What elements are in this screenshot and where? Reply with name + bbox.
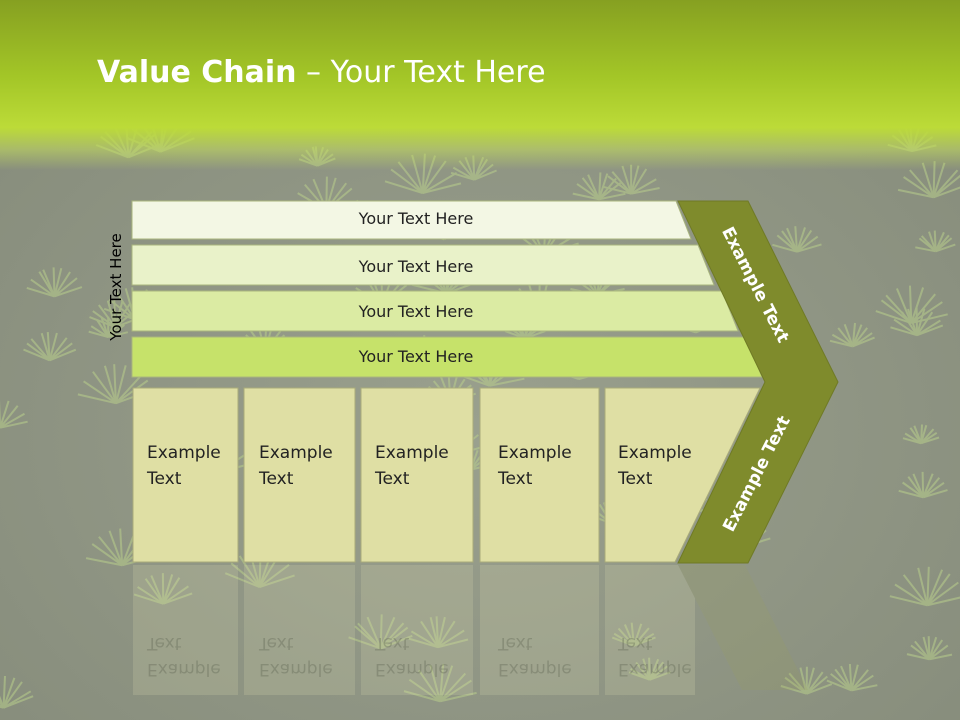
row-bar-3 [131,290,739,332]
activity-label-1-line1: Example [147,443,221,463]
activity-label-2-line2: Text [259,469,294,489]
reflection [133,565,808,695]
activity-label-3: Example Text [375,440,475,492]
row-label-1: Your Text Here [358,209,474,228]
activity-label-4-line1: Example [498,443,572,463]
activity-label-5-line1: Example [618,443,692,463]
activity-box-3 [360,387,474,563]
row-label-2: Your Text Here [358,257,474,276]
activity-label-3-line2: Text [375,469,410,489]
activity-label-2-line1: Example [259,443,333,463]
activity-label-5: Example Text [618,440,718,492]
activity-box-4 [479,387,600,563]
row-label-4: Your Text Here [358,347,474,366]
title-rest: – Your Text Here [296,55,546,90]
title-bold: Value Chain [97,55,297,90]
activity-box-5 [604,387,761,563]
activity-box-2 [243,387,356,563]
title-band [0,0,960,170]
activity-label-2: Example Text [259,440,359,492]
row-bar-4 [131,336,763,378]
activity-label-1: Example Text [147,440,247,492]
row-label-3: Your Text Here [358,302,474,321]
activity-label-3-line1: Example [375,443,449,463]
chevron-arrow [677,200,839,564]
activity-label-4: Example Text [498,440,598,492]
row-bar-1 [131,200,692,240]
activity-label-5-line2: Text [618,469,653,489]
activity-label-1-line2: Text [147,469,182,489]
row-bar-2 [131,244,715,286]
slide-title: Value Chain – Your Text Here [97,55,546,90]
activity-label-4-line2: Text [498,469,533,489]
activity-box-1 [132,387,239,563]
